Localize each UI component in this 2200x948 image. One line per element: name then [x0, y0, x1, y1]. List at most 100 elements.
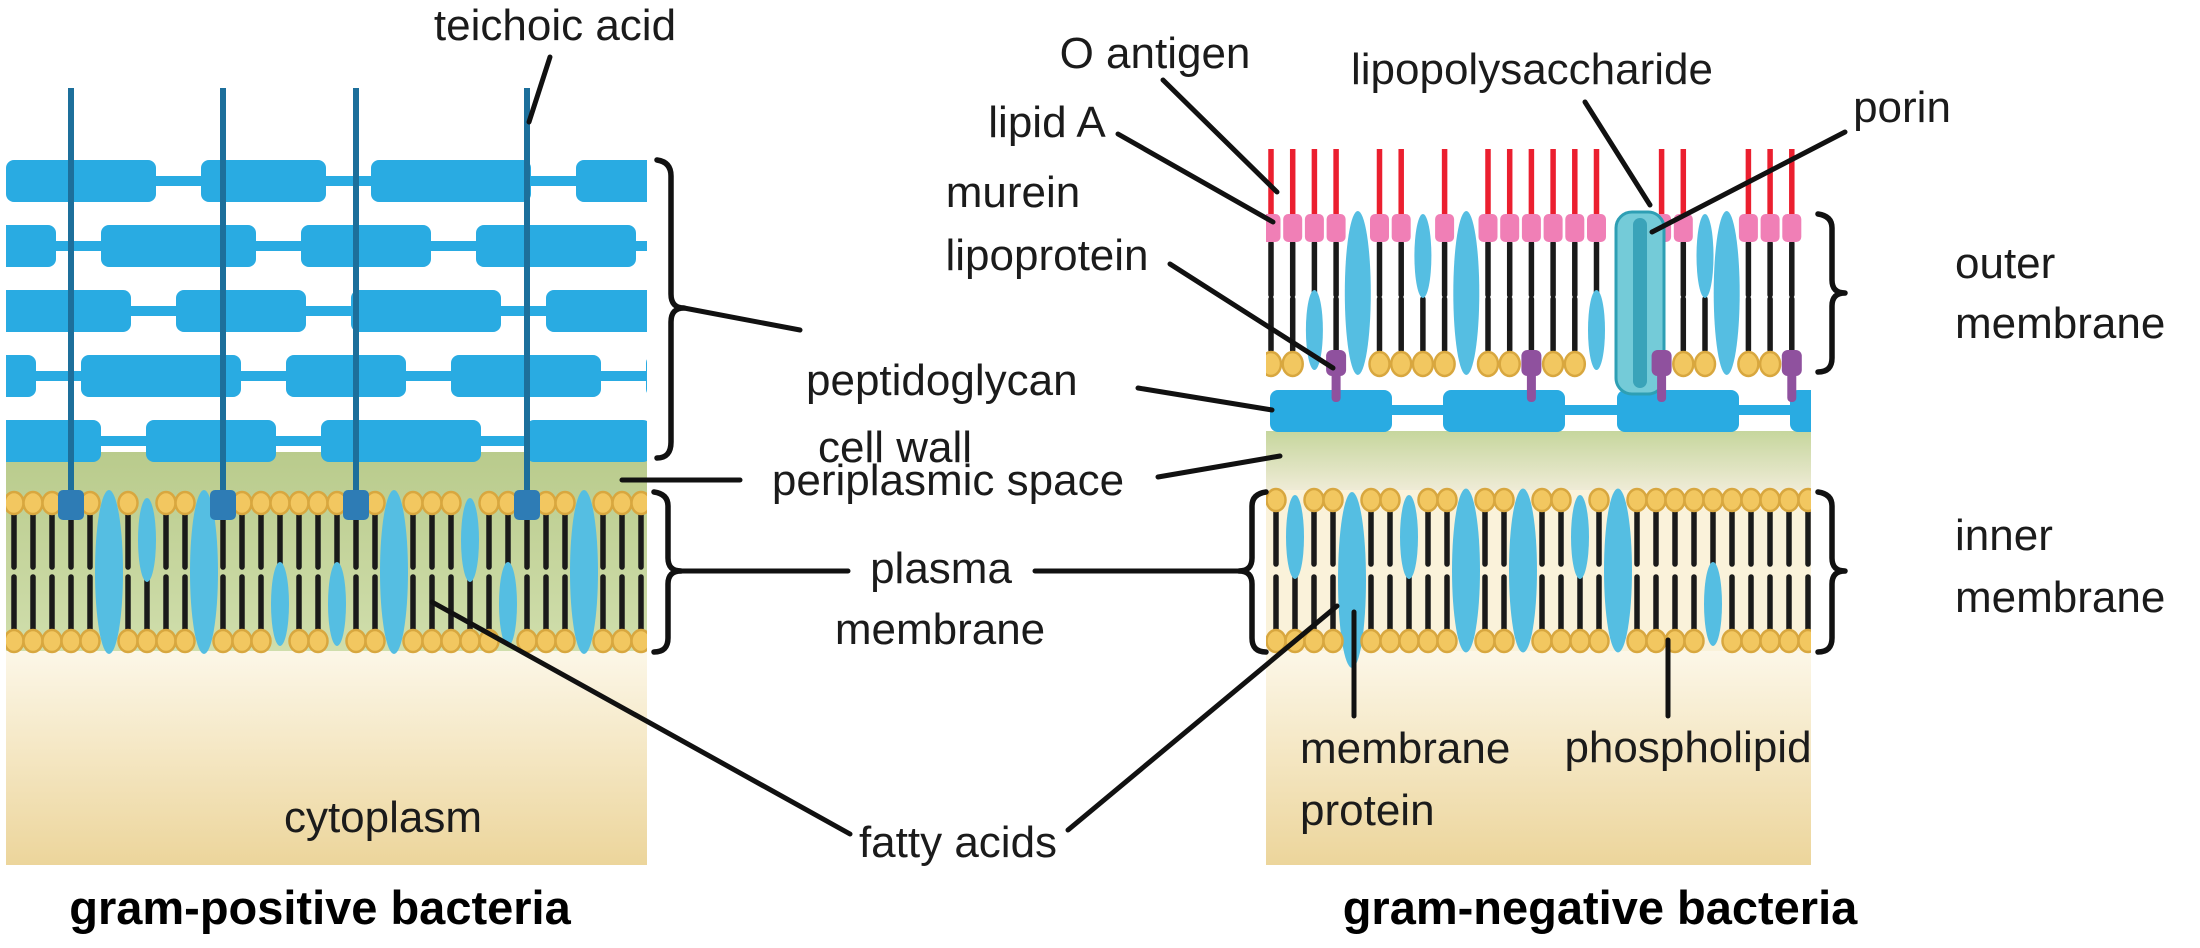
membrane-protein-ellipse-small [138, 498, 156, 582]
phospholipid-head [1389, 350, 1413, 378]
label-peptidoglycan: peptidoglycan [806, 356, 1078, 405]
label-lipoprotein: lipoprotein [945, 231, 1148, 280]
label-inner-membrane: membrane [1955, 573, 2165, 622]
phospholipid-head [1303, 487, 1325, 513]
phospholipid-head [22, 628, 44, 654]
phospholipid-head [117, 628, 139, 654]
phospholipid-head [174, 628, 196, 654]
peptidoglycan-block [101, 225, 256, 267]
o-antigen-pointer [1160, 77, 1280, 195]
phospholipid-head [307, 628, 329, 654]
phospholipid-head [1360, 628, 1382, 654]
phospholipid-head [554, 628, 576, 654]
membrane-protein-ellipse-small [1704, 562, 1722, 646]
phospholipid-head [1498, 350, 1521, 378]
phospholipid-head [1266, 350, 1283, 378]
phospholipid-head [1645, 628, 1667, 654]
phospholipid-head [1476, 350, 1500, 378]
phospholipid-head [1759, 487, 1781, 513]
phospholipid-head [1368, 350, 1391, 378]
label-porin: porin [1853, 83, 1951, 132]
peptidoglycan-block [646, 359, 647, 393]
murein-lipoprotein-pointer [1167, 261, 1336, 371]
phospholipid-head [1693, 350, 1717, 378]
label-cytoplasm: cytoplasm [284, 793, 482, 842]
label-lipid-a: lipid A [988, 98, 1106, 147]
murein-lipoprotein-stem [1657, 372, 1667, 402]
phospholipid-head [79, 628, 101, 654]
phospholipid-head [6, 628, 25, 654]
label-inner: inner [1955, 511, 2053, 560]
lipid-a-head [1738, 214, 1758, 242]
phospholipid-head [611, 490, 633, 516]
teichoic-acid-anchor [514, 490, 540, 520]
phospholipid-head [1322, 487, 1344, 513]
lipid-a-head [1500, 214, 1520, 242]
peptidoglycan-block [546, 290, 647, 332]
phospholipid-head [231, 628, 253, 654]
phospholipid-head [212, 628, 234, 654]
peptidoglycan-block [286, 355, 406, 397]
peptidoglycan-block [146, 420, 276, 462]
phospholipid-head [117, 490, 139, 516]
peptidoglycan-block [476, 225, 636, 267]
gn-outer-membrane [1266, 149, 1802, 402]
membrane-protein-ellipse-small [1286, 495, 1304, 579]
gp-plasma-membrane-brace [651, 489, 684, 655]
peptidoglycan-block [301, 225, 431, 267]
peptidoglycan-block [371, 160, 531, 202]
gn-inner-membrane [1266, 487, 1811, 668]
phospholipid-head [1379, 628, 1401, 654]
membrane-protein-ellipse [95, 490, 123, 654]
phospholipid-head [592, 628, 614, 654]
phospholipid-head [1322, 628, 1344, 654]
label-cell-wall: cell wall [818, 423, 972, 472]
fatty-acids-pointer-left [429, 599, 853, 837]
peptidoglycan-connector [1565, 405, 1618, 415]
phospholipid-head [1721, 487, 1743, 513]
teichoic-acid-pointer [526, 54, 553, 125]
phospholipid-head [1281, 350, 1304, 378]
murein-lipoprotein-stem [1787, 372, 1797, 402]
phospholipid-head [1436, 628, 1458, 654]
fatty-acids-pointer-right [1065, 603, 1340, 833]
membrane-protein-ellipse [1338, 492, 1366, 668]
peptidoglycan-block [6, 420, 101, 462]
gp-plasma-membrane [6, 490, 647, 654]
peptidoglycan-block [321, 420, 481, 462]
phospholipid-head [250, 490, 272, 516]
phospholipid-head [1531, 487, 1553, 513]
phospholipid-head [630, 628, 647, 654]
outer-membrane-protein-ellipse [1344, 211, 1371, 375]
gn-cytoplasm-region [1266, 651, 1811, 865]
lipid-a-head [1587, 214, 1606, 242]
gp-peptidoglycan-brace [654, 157, 687, 461]
peptidoglycan-connector [1392, 405, 1444, 415]
lipid-a-head [1478, 214, 1498, 242]
phospholipid-head [1417, 628, 1439, 654]
phospholipid-head [1645, 487, 1667, 513]
label-lipopolysaccharide: lipopolysaccharide [1351, 45, 1713, 94]
phospholipid-head [1759, 628, 1781, 654]
peptidoglycan-block [1790, 390, 1811, 432]
lipid-a-head [1283, 214, 1303, 242]
lipid-a-pointer [1115, 131, 1276, 225]
phospholipid-head [269, 490, 291, 516]
membrane-protein-ellipse [190, 490, 218, 654]
peptidoglycan-block [6, 355, 36, 397]
lipid-a-head [1521, 214, 1541, 242]
lipid-a-head [1543, 214, 1563, 242]
phospholipid-head [1588, 628, 1610, 654]
phospholipid-head [1626, 487, 1648, 513]
murein-lipoprotein-stem [1526, 372, 1536, 402]
membrane-protein-ellipse [1509, 488, 1537, 653]
murein-lipoprotein-head [1781, 350, 1802, 376]
phospholipid-head [1411, 350, 1435, 378]
membrane-protein-ellipse-small [1400, 495, 1418, 579]
label-teichoic-acid: teichoic acid [434, 1, 676, 50]
phospholipid-head [41, 628, 63, 654]
peptidoglycan-block [6, 160, 156, 202]
gn-outer-membrane-brace [1815, 211, 1848, 375]
porin-pointer [1649, 129, 1848, 235]
peptidoglycan-block [6, 290, 131, 332]
